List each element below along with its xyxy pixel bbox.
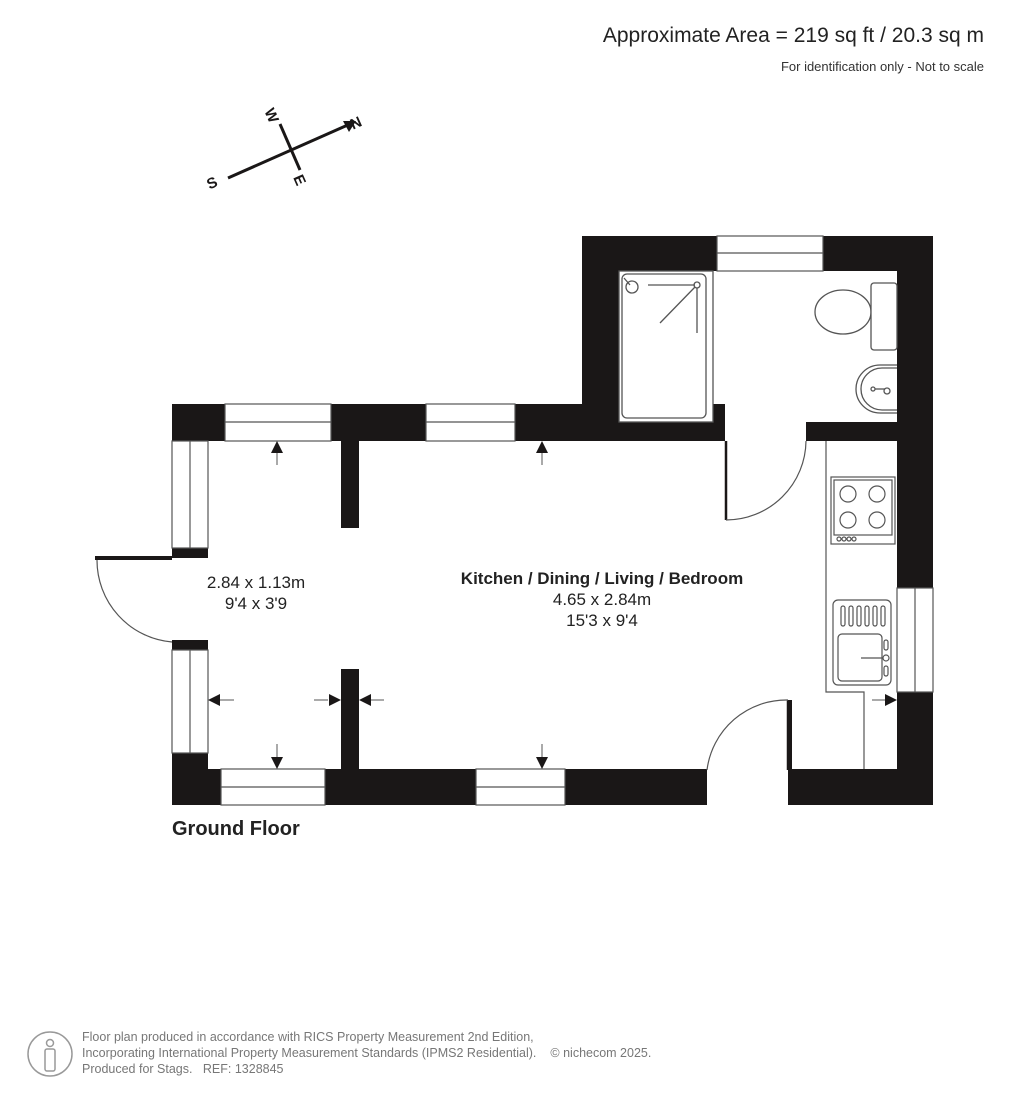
hallway-dimensions-metric: 2.84 x 1.13m [206, 573, 306, 592]
walls [95, 236, 933, 805]
kitchen-sink-icon [832, 599, 892, 686]
hallway-dimensions-imperial: 9'4 x 3'9 [224, 594, 288, 613]
toilet-icon [814, 282, 898, 351]
hallway-label: 2.84 x 1.13m 9'4 x 3'9 [196, 572, 316, 614]
compass-north-label: N [348, 113, 365, 133]
kitchen-worktop [825, 441, 865, 769]
shower-tray-icon [618, 270, 714, 423]
side-door-swing [706, 699, 789, 771]
approximate-area: Approximate Area = 219 sq ft / 20.3 sq m [602, 24, 984, 47]
compass-east-label: E [289, 172, 309, 188]
measurement-arrows [208, 441, 897, 769]
windows [171, 235, 934, 806]
footer-line-3: Produced for Stags. REF: 1328845 [82, 1062, 284, 1076]
kitchen-living-label: Kitchen / Dining / Living / Bedroom 4.65… [412, 568, 792, 631]
footer-line-2: Incorporating International Property Mea… [82, 1046, 537, 1060]
hob-icon [830, 476, 896, 545]
compass-south-label: S [204, 174, 220, 194]
floor-label: Ground Floor [172, 818, 300, 840]
kitchen-living-dimensions-imperial: 15'3 x 9'4 [566, 611, 638, 630]
kitchen-living-dimensions-metric: 4.65 x 2.84m [552, 590, 652, 609]
footer: Floor plan produced in accordance with R… [82, 1029, 651, 1077]
scale-disclaimer: For identification only - Not to scale [780, 59, 984, 74]
doors [96, 440, 807, 771]
kitchen-living-name: Kitchen / Dining / Living / Bedroom [460, 569, 744, 588]
entrance-door-swing [96, 559, 173, 643]
footer-copyright: © nichecom 2025. [550, 1046, 652, 1060]
compass-west-label: W [260, 106, 282, 127]
person-icon [27, 1031, 73, 1077]
footer-line-1: Floor plan produced in accordance with R… [82, 1030, 534, 1044]
compass-rose-icon: N S W E [204, 106, 364, 194]
bathroom-door-swing [725, 440, 807, 521]
wash-basin-icon [855, 364, 897, 414]
